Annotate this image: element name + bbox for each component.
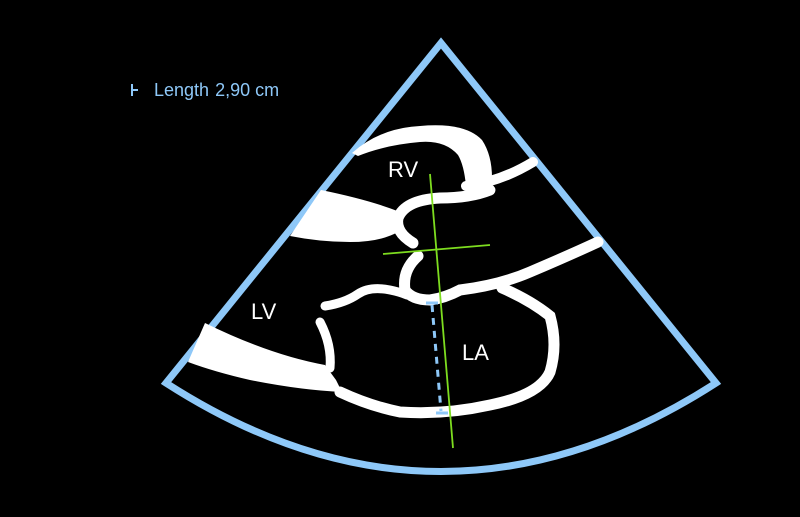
measurement-value: 2,90 [215,79,251,100]
la-label: LA [462,340,489,365]
measurement-label: Length [154,79,210,100]
rv-lateral-wall [461,157,538,191]
rv-label: RV [388,157,419,182]
rv-anterior-wall [352,125,492,186]
mitral-posterior-leaflet [315,317,335,373]
crosshair-horizontal [382,244,491,255]
aortic-anterior-wall [392,184,496,249]
lv-posterior-wall [188,323,342,392]
length-measurement-readout: Length 2,90 cm [128,79,279,101]
sector-outline [160,37,722,475]
measurement-unit: cm [255,79,280,100]
mitral-anterior-leaflet [320,284,412,311]
left-atrium-wall [334,282,560,419]
caliper-icon [130,83,140,97]
m-mode-cursor-line[interactable] [429,173,454,449]
aortic-posterior-wall [399,236,604,306]
lv-label: LV [251,299,277,324]
septum-wedge [290,190,400,242]
length-caliper-line [430,304,443,412]
